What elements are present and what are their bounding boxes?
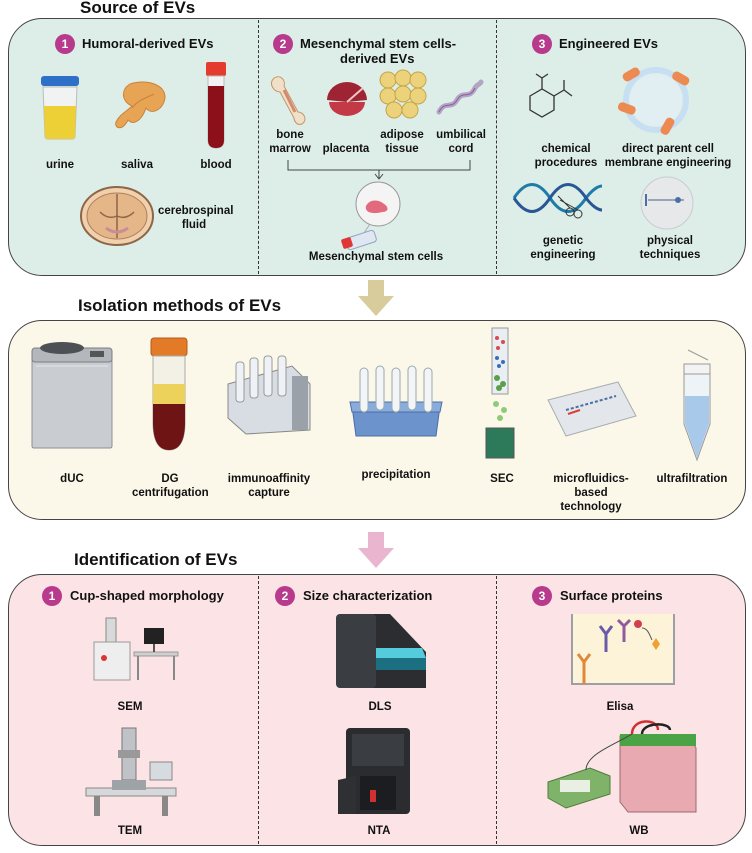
isolation-title: Isolation methods of EVs [78, 296, 282, 315]
badge-engineered: 3 [532, 34, 552, 54]
immunoaffinity-icon [227, 355, 311, 435]
label-precipitation: precipitation [361, 469, 431, 481]
bone-icon [271, 76, 306, 125]
urine-cup-icon [41, 76, 79, 140]
membrane-engineering-icon [617, 67, 690, 135]
down-arrow-2 [358, 532, 394, 568]
msc-flask-icon [341, 181, 401, 251]
label-membrane-engineering: direct parent cell membrane engineering [604, 143, 732, 169]
engineered-title: Engineered EVs [559, 36, 658, 51]
saliva-gland-icon [115, 81, 166, 129]
badge-msc: 2 [273, 34, 293, 54]
morphology-title: Cup-shaped morphology [70, 588, 224, 603]
msc-bracket-lines [287, 160, 471, 180]
label-ultrafiltration: ultrafiltration [656, 473, 728, 485]
source-title: Source of EVs [80, 0, 196, 17]
badge-surface: 3 [532, 586, 552, 606]
label-placenta: placenta [322, 143, 370, 155]
centrifuge-icon [31, 342, 113, 449]
identification-title: Identification of EVs [74, 550, 238, 569]
id-divider-1 [258, 576, 259, 844]
sec-column-icon [485, 327, 515, 459]
ultrafiltration-tube-icon [683, 349, 711, 462]
dna-scissors-icon [512, 183, 603, 219]
label-chemical-procedures: chemical procedures [534, 143, 598, 169]
elisa-well-icon [571, 614, 675, 685]
physical-techniques-icon [640, 176, 694, 230]
chemical-structure-icon [529, 73, 573, 118]
precipitation-rack-icon [349, 365, 443, 437]
label-urine: urine [45, 159, 75, 171]
label-umbilical-cord: umbilical cord [436, 129, 486, 155]
label-wb: WB [629, 825, 649, 837]
sem-microscope-icon [93, 617, 179, 681]
source-divider-1 [258, 20, 259, 274]
label-dg-centrifugation: DG centrifugation [132, 473, 209, 499]
label-nta: NTA [367, 825, 391, 837]
label-sem: SEM [117, 701, 143, 713]
adipose-tissue-icon [379, 69, 427, 119]
badge-humoral: 1 [55, 34, 75, 54]
id-divider-2 [496, 576, 497, 844]
dg-tube-icon [150, 337, 188, 451]
label-genetic-engineering: genetic engineering [530, 235, 596, 261]
label-msc: Mesenchymal stem cells [308, 251, 444, 263]
down-arrow-1 [358, 280, 394, 316]
tem-microscope-icon [85, 727, 177, 816]
label-microfluidics: microfluidics-based technology [553, 473, 629, 513]
size-title: Size characterization [303, 588, 433, 603]
label-blood: blood [200, 159, 232, 171]
label-adipose-tissue: adipose tissue [380, 129, 424, 155]
western-blot-icon [547, 720, 697, 813]
msc-title-line1: Mesenchymal stem cells- [300, 36, 457, 51]
badge-morphology: 1 [42, 586, 62, 606]
label-csf: cerebrospinal fluid [158, 205, 234, 231]
microfluidic-chip-icon [547, 381, 637, 437]
label-duc: dUC [60, 473, 84, 485]
source-divider-2 [496, 20, 497, 274]
nta-instrument-icon [338, 728, 410, 814]
humoral-title: Humoral-derived EVs [82, 36, 214, 51]
brain-section-icon [80, 186, 154, 246]
label-bone-marrow: bone marrow [269, 129, 311, 155]
label-tem: TEM [117, 825, 143, 837]
label-elisa: Elisa [606, 701, 634, 713]
label-sec: SEC [490, 473, 514, 485]
label-immunoaffinity-capture: immunoaffinity capture [227, 473, 311, 499]
placenta-icon [327, 82, 367, 116]
surface-title: Surface proteins [560, 588, 663, 603]
msc-title-line2: derived EVs [340, 51, 415, 66]
umbilical-cord-icon [436, 79, 484, 115]
label-physical-techniques: physical techniques [639, 235, 701, 261]
blood-tube-icon [206, 62, 226, 149]
label-dls: DLS [368, 701, 392, 713]
badge-size: 2 [275, 586, 295, 606]
dls-instrument-icon [336, 614, 426, 688]
label-saliva: saliva [121, 159, 153, 171]
